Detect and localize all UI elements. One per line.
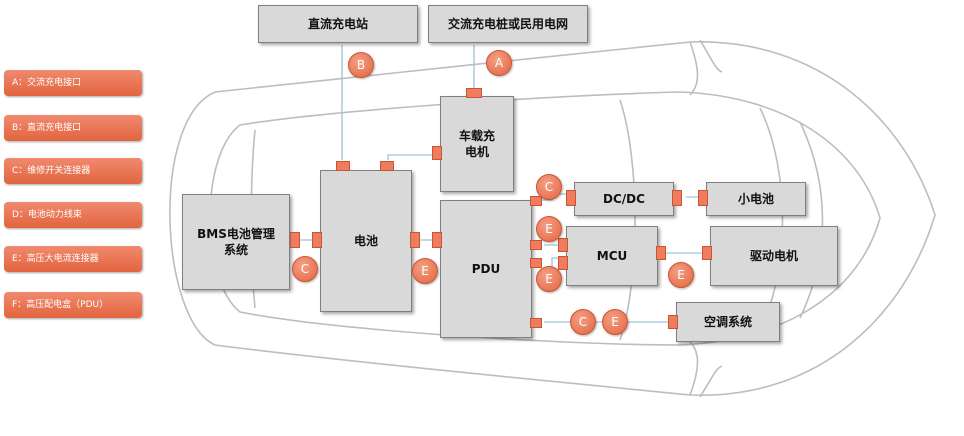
onboard-charger-box: 车载充 电机 [440,96,514,192]
pdu-port-2 [530,240,542,250]
pdu-left-port [432,232,442,248]
battery-top-port-1 [336,161,350,171]
dc-charging-station-box: 直流充电站 [258,5,418,43]
marker-e-mcu: E [536,266,562,292]
marker-c-ac: C [570,309,596,335]
pdu-port-3 [530,258,542,268]
pdu-port-4 [530,318,542,328]
battery-top-port-2 [380,161,394,171]
battery-right-port [410,232,420,248]
marker-e-ac: E [602,309,628,335]
legend-item-c: C：维修开关连接器 [4,158,142,184]
marker-b-dc: B [348,52,374,78]
mcu-left-port-1 [558,238,568,252]
marker-e-battery: E [412,258,438,284]
mcu-right-port [656,246,666,260]
battery-left-port [312,232,322,248]
marker-e-dcdc: E [536,216,562,242]
legend-item-a: A：交流充电接口 [4,70,142,96]
ac-system-left-port [668,315,678,329]
dcdc-left-port [566,190,576,206]
marker-c-dcdc: C [536,174,562,200]
small-battery-left-port [698,190,708,206]
pdu-port-1 [530,196,542,206]
dcdc-box: DC/DC [574,182,674,216]
bms-box: BMS电池管理 系统 [182,194,290,290]
motor-left-port [702,246,712,260]
obc-top-port [466,88,482,98]
marker-a-ac: A [486,50,512,76]
dcdc-right-port [672,190,682,206]
pdu-box: PDU [440,200,532,338]
obc-left-port [432,146,442,160]
legend-item-e: E：高压大电流连接器 [4,246,142,272]
mcu-left-port-2 [558,256,568,270]
marker-e-motor: E [668,262,694,288]
mcu-box: MCU [566,226,658,286]
battery-box: 电池 [320,170,412,312]
legend-item-b: B：直流充电接口 [4,115,142,141]
bms-right-port [290,232,300,248]
drive-motor-box: 驱动电机 [710,226,838,286]
small-battery-box: 小电池 [706,182,806,216]
legend-item-d: D：电池动力线束 [4,202,142,228]
marker-c-bms: C [292,256,318,282]
ac-system-box: 空调系统 [676,302,780,342]
legend-item-f: F：高压配电盒（PDU） [4,292,142,318]
ac-charging-pile-box: 交流充电桩或民用电网 [428,5,588,43]
